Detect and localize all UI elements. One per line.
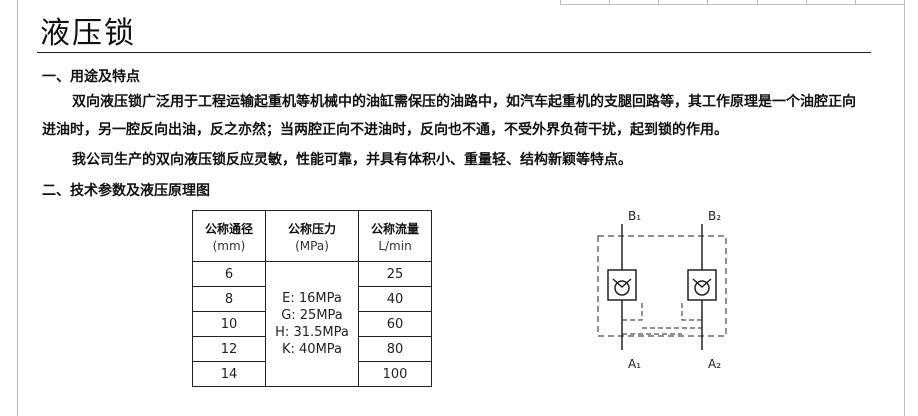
cell-diameter: 12 [192, 336, 266, 362]
table-row: 6 E: 16MPa G: 25MPa H: 31.5MPa K: 40MPa … [192, 261, 432, 387]
port-label-a2: A₂ [708, 357, 721, 371]
check-valve-icon [687, 269, 717, 301]
page-title: 液压锁 [40, 16, 136, 51]
section-heading-usage: 一、用途及特点 [42, 69, 140, 85]
pressure-rating: G: 25MPa [281, 308, 343, 323]
hydraulic-schematic: B₁ B₂ A₁ A₂ [597, 209, 727, 371]
cell-diameter: 14 [192, 361, 266, 387]
cell-diameter: 10 [192, 311, 266, 337]
pilot-line-right [681, 300, 702, 321]
header-pressure: 公称压力 (MPa) [265, 210, 359, 262]
cell-flow: 60 [358, 311, 432, 337]
pressure-rating: E: 16MPa [282, 291, 342, 306]
pressure-rating: K: 40MPa [281, 342, 343, 357]
table-row: 12 80 [192, 336, 432, 362]
port-label-b2: B₂ [708, 209, 721, 223]
page-frame-left [17, 0, 18, 416]
pilot-line-left [622, 300, 643, 321]
cell-flow: 25 [358, 261, 432, 287]
cell-flow: 80 [358, 336, 432, 362]
table-header-row: 公称通径 (mm) 公称压力 (MPa) 公称流量 L/min [192, 210, 432, 262]
cell-flow: 40 [358, 286, 432, 312]
pressure-rating: H: 31.5MPa [275, 325, 349, 340]
usage-paragraph-line-2: 进油时，另一腔反向出油，反之亦然；当两腔正向不进油时，反向也不通，不受外界负荷干… [42, 122, 728, 138]
cell-diameter: 6 [192, 261, 266, 287]
port-label-b1: B₁ [628, 209, 641, 223]
cell-pressure-ratings: E: 16MPa G: 25MPa H: 31.5MPa K: 40MPa [265, 261, 359, 387]
cell-diameter: 8 [192, 286, 266, 312]
features-paragraph: 我公司生产的双向液压锁反应灵敏，性能可靠，并具有体积小、重量轻、结构新颖等特点。 [72, 152, 632, 168]
top-strip [560, 0, 904, 5]
check-valve-icon [607, 269, 637, 301]
header-flow: 公称流量 L/min [358, 210, 432, 262]
page-frame-right [904, 0, 905, 416]
header-diameter: 公称通径 (mm) [192, 210, 266, 262]
title-rule [37, 52, 871, 53]
valve-enclosure [597, 235, 727, 337]
cell-flow: 100 [358, 361, 432, 387]
spec-table: 公称通径 (mm) 公称压力 (MPa) 公称流量 L/min 6 E: 16M… [192, 210, 432, 387]
section-heading-specs: 二、技术参数及液压原理图 [42, 183, 210, 199]
port-label-a1: A₁ [628, 357, 641, 371]
usage-paragraph-line-1: 双向液压锁广泛用于工程运输起重机等机械中的油缸需保压的油路中，如汽车起重机的支腿… [72, 94, 856, 110]
table-row: 14 100 [192, 361, 432, 387]
